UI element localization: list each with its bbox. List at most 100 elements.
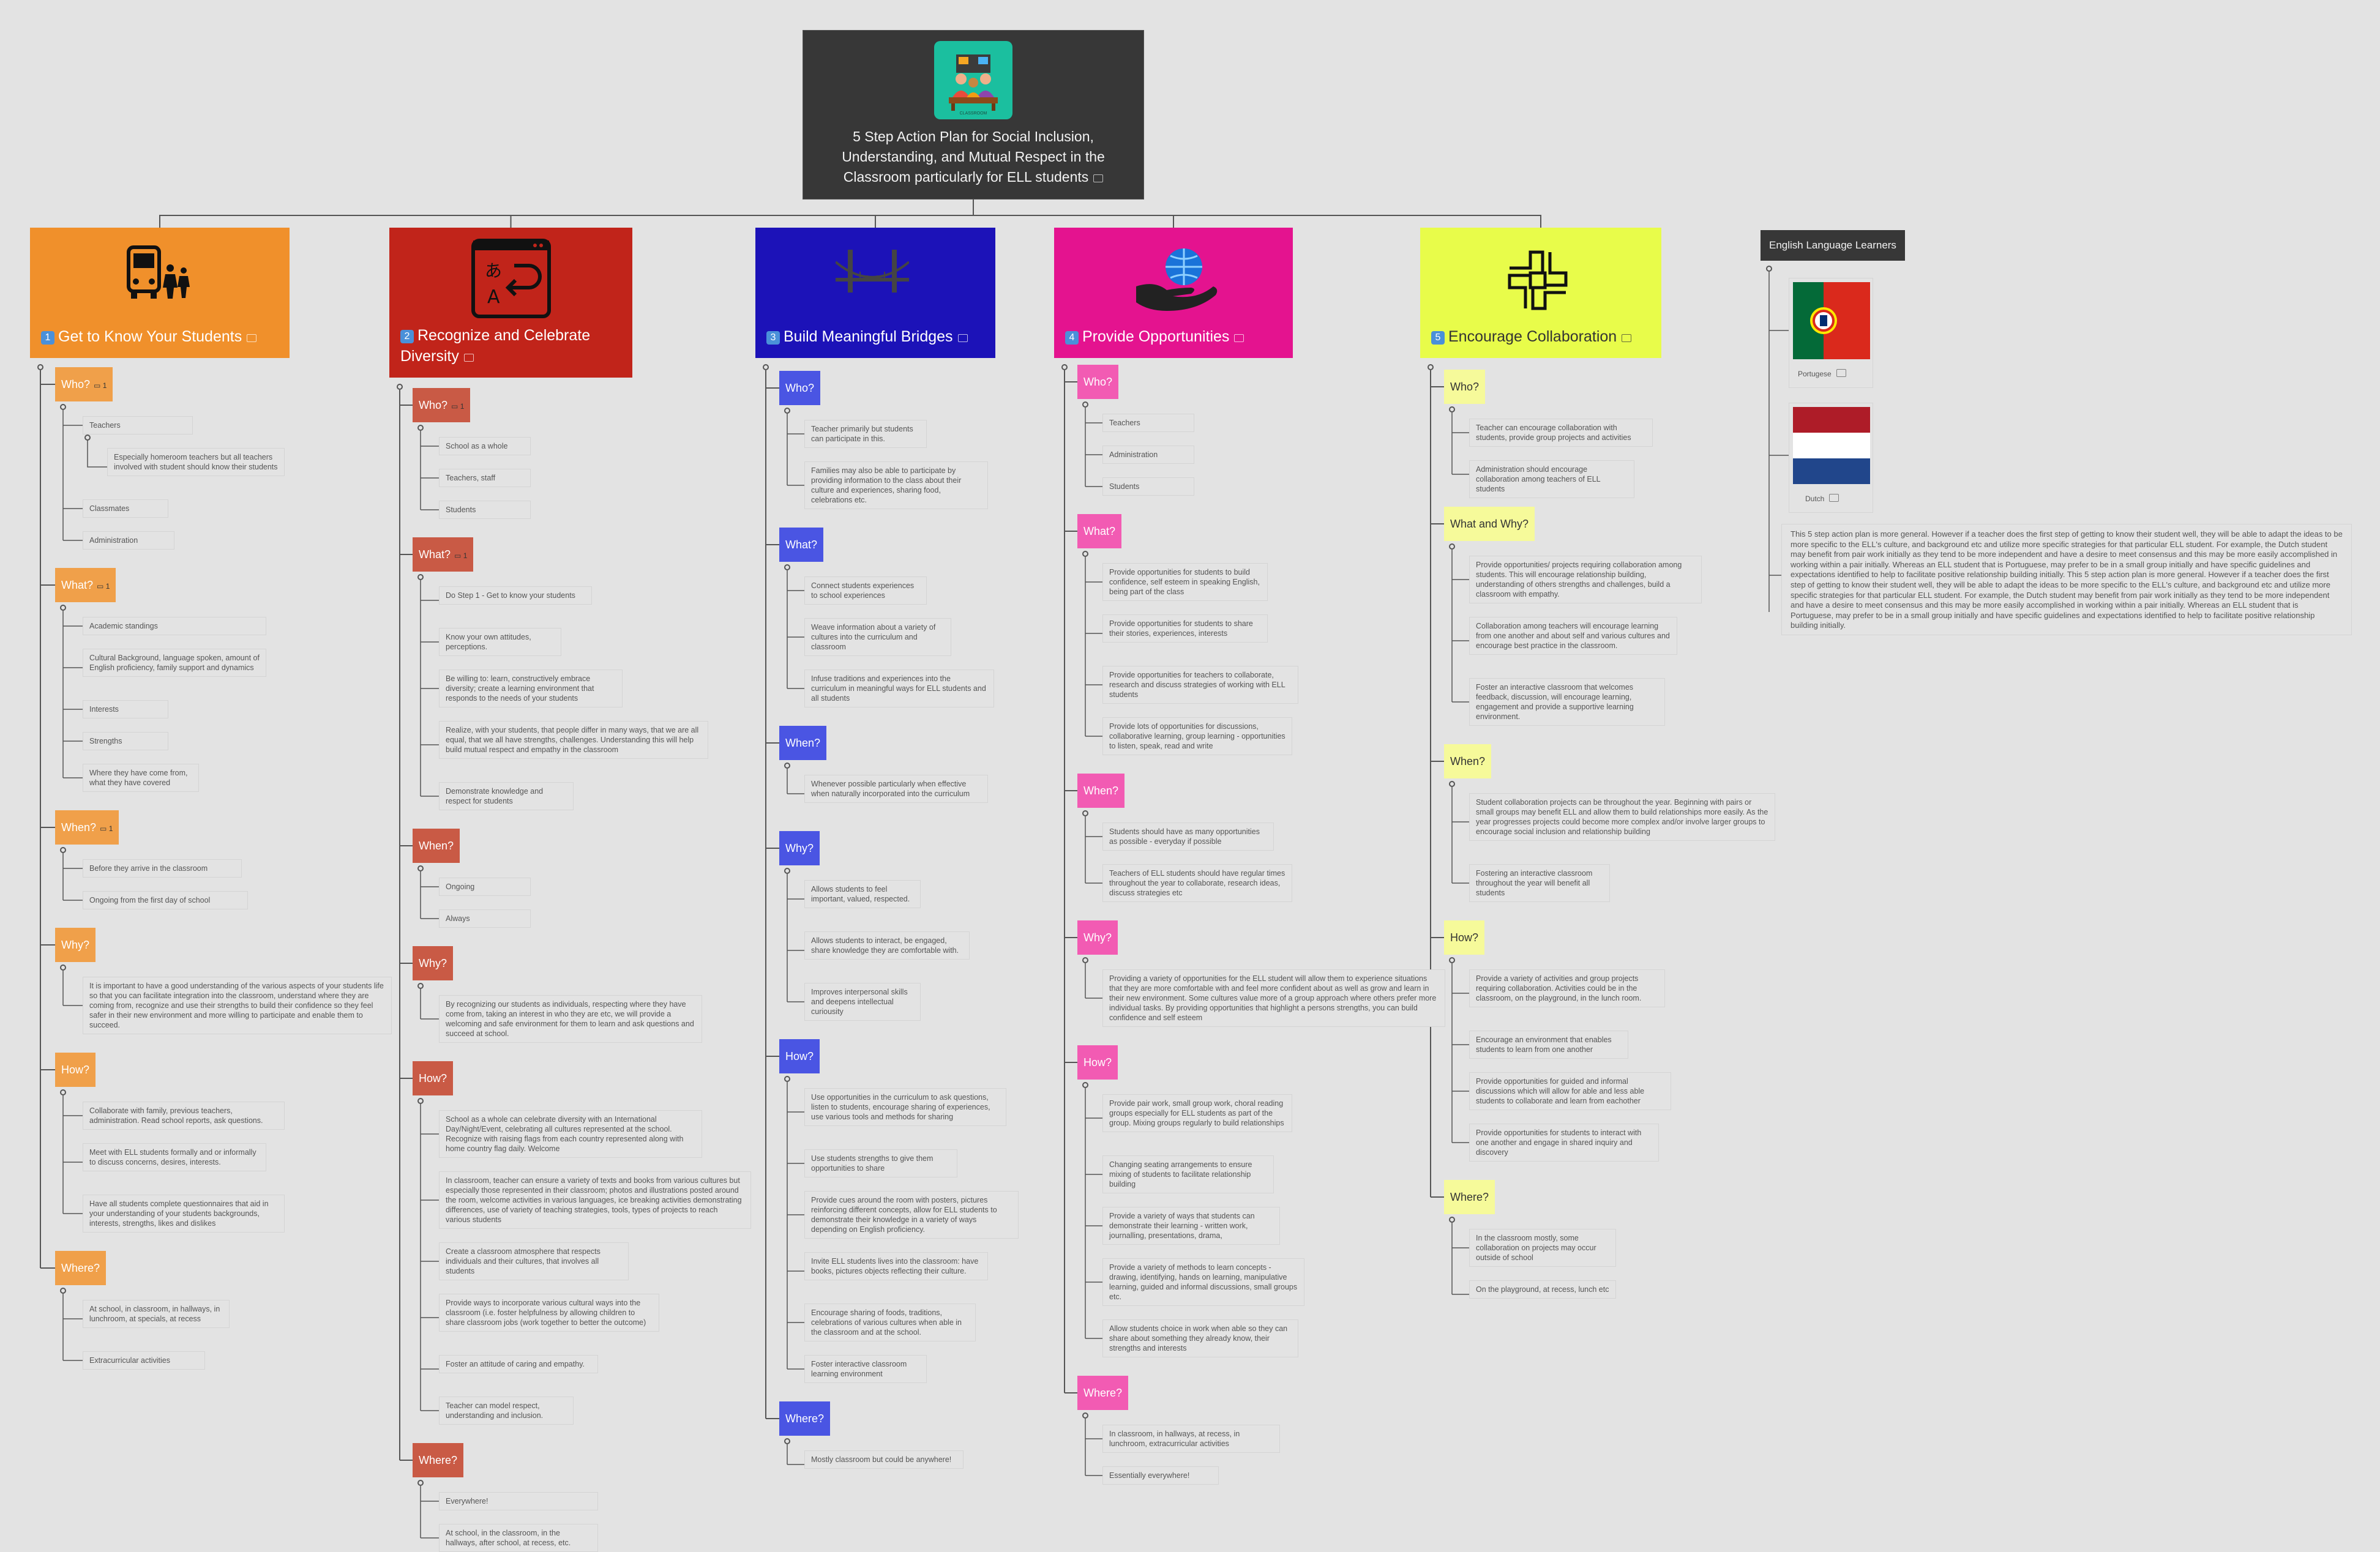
collapse-dot[interactable] (784, 408, 790, 414)
leaf-item: Always (439, 909, 531, 928)
leaf-item: Meet with ELL students formally and or i… (83, 1143, 266, 1171)
number-badge: 5 (1431, 331, 1445, 345)
collapse-dot[interactable] (1449, 781, 1455, 787)
collapse-dot[interactable] (1449, 1217, 1455, 1223)
collapse-dot[interactable] (1061, 364, 1068, 370)
subtopic-why[interactable]: Why? (1077, 920, 1118, 955)
leaf-item: Provide a variety of methods to learn co… (1102, 1258, 1304, 1306)
collapse-dot[interactable] (1082, 1412, 1088, 1419)
collapse-dot[interactable] (60, 964, 66, 971)
collapse-dot[interactable] (784, 1438, 790, 1444)
leaf-item: Foster an attitude of caring and empathy… (439, 1355, 598, 1373)
subtopic-what-and-why[interactable]: What and Why? (1444, 507, 1535, 541)
subtopic-when[interactable]: When? (413, 829, 460, 863)
collapse-dot[interactable] (417, 1480, 424, 1486)
subtopic-what[interactable]: What? (1077, 514, 1122, 548)
subtopic-what[interactable]: What? (779, 528, 824, 562)
leaf-item: In classroom, in hallways, at recess, in… (1102, 1425, 1280, 1453)
subtopic-where[interactable]: Where? (779, 1401, 831, 1436)
subtopic-where[interactable]: Where? (413, 1443, 464, 1477)
subtopic-how[interactable]: How? (779, 1039, 820, 1073)
leaf-item: Create a classroom atmosphere that respe… (439, 1242, 629, 1280)
leaf-item: Administration (83, 531, 174, 550)
leaf-item: Do Step 1 - Get to know your students (439, 586, 592, 605)
collapse-dot[interactable] (60, 404, 66, 410)
leaf-item: On the playground, at recess, lunch etc (1469, 1280, 1616, 1299)
comment-icon[interactable]: ▭ 1 (100, 824, 113, 833)
subtopic-when[interactable]: When? (779, 726, 827, 760)
subtopic-when[interactable]: When? (1444, 744, 1492, 778)
subtopic-what[interactable]: What?▭ 1 (413, 537, 474, 572)
collapse-dot[interactable] (1082, 551, 1088, 557)
subtopic-where[interactable]: Where? (1077, 1376, 1129, 1410)
subtopic-why[interactable]: Why? (413, 946, 454, 980)
root-topic[interactable]: CLASSROOM 5 Step Action Plan for Social … (803, 30, 1144, 200)
collapse-dot[interactable] (784, 868, 790, 874)
collapse-dot[interactable] (60, 847, 66, 853)
collapse-dot[interactable] (37, 364, 43, 370)
collapse-dot[interactable] (60, 605, 66, 611)
subtopic-when[interactable]: When?▭ 1 (55, 810, 119, 845)
subtopic-what[interactable]: What?▭ 1 (55, 568, 116, 602)
collapse-dot[interactable] (397, 384, 403, 390)
subtopic-who[interactable]: Who? (779, 371, 821, 405)
subtopic-who[interactable]: Who? (1444, 370, 1486, 404)
collapse-dot[interactable] (60, 1089, 66, 1095)
number-badge: 4 (1065, 331, 1079, 345)
netherlands-flag-card[interactable]: Dutch (1789, 403, 1873, 513)
leaf-item: Weave information about a variety of cul… (804, 618, 951, 656)
subtopic-why[interactable]: Why? (55, 928, 96, 962)
subtopic-where[interactable]: Where? (55, 1251, 107, 1285)
subtopic-how[interactable]: How? (1444, 920, 1485, 955)
number-badge: 3 (766, 331, 780, 345)
subtopic-when[interactable]: When? (1077, 774, 1125, 808)
collapse-dot[interactable] (1082, 401, 1088, 408)
subtopic-how[interactable]: How? (55, 1053, 96, 1087)
subtopic-why[interactable]: Why? (779, 831, 820, 865)
collapse-dot[interactable] (1082, 810, 1088, 816)
collapse-dot[interactable] (417, 574, 424, 580)
ell-collapse-dot[interactable] (1766, 266, 1772, 272)
leaf-item: Realize, with your students, that people… (439, 721, 708, 759)
leaf-item: Be willing to: learn, constructively emb… (439, 670, 623, 707)
subtopic-how[interactable]: How? (413, 1061, 454, 1095)
leaf-item: Teachers (1102, 414, 1194, 432)
leaf-item: By recognizing our students as individua… (439, 995, 702, 1043)
collapse-dot[interactable] (417, 1098, 424, 1104)
collapse-dot[interactable] (1449, 543, 1455, 550)
comment-icon[interactable]: ▭ 1 (454, 551, 468, 560)
subtopic-who[interactable]: Who? (1077, 365, 1119, 399)
subtopic-how[interactable]: How? (1077, 1045, 1118, 1080)
subtopic-who[interactable]: Who?▭ 1 (413, 388, 471, 422)
leaf-item: Ongoing from the first day of school (83, 891, 248, 909)
comment-icon[interactable]: ▭ 1 (97, 582, 110, 591)
collapse-dot[interactable] (784, 763, 790, 769)
portugal-flag-card[interactable]: Portugese (1789, 278, 1873, 388)
collapse-dot[interactable] (417, 983, 424, 989)
collapse-dot[interactable] (1449, 406, 1455, 412)
subtopic-who[interactable]: Who?▭ 1 (55, 367, 113, 401)
collapse-dot[interactable] (784, 1076, 790, 1082)
collapse-dot[interactable] (1082, 957, 1088, 963)
collapse-dot[interactable] (417, 425, 424, 431)
collapse-dot[interactable] (1428, 364, 1434, 370)
comment-icon[interactable]: ▭ 1 (451, 402, 465, 411)
collapse-dot[interactable] (763, 364, 769, 370)
leaf-item: Invite ELL students lives into the class… (804, 1252, 988, 1280)
collapse-dot[interactable] (1449, 957, 1455, 963)
comment-icon[interactable]: ▭ 1 (94, 381, 107, 390)
ell-topic[interactable]: English Language Learners (1761, 230, 1905, 261)
collapse-dot[interactable] (417, 865, 424, 871)
collapse-dot[interactable] (84, 435, 91, 441)
collapse-dot[interactable] (60, 1288, 66, 1294)
collapse-dot[interactable] (784, 564, 790, 570)
subtopic-where[interactable]: Where? (1444, 1180, 1495, 1214)
collapse-dot[interactable] (1082, 1082, 1088, 1088)
